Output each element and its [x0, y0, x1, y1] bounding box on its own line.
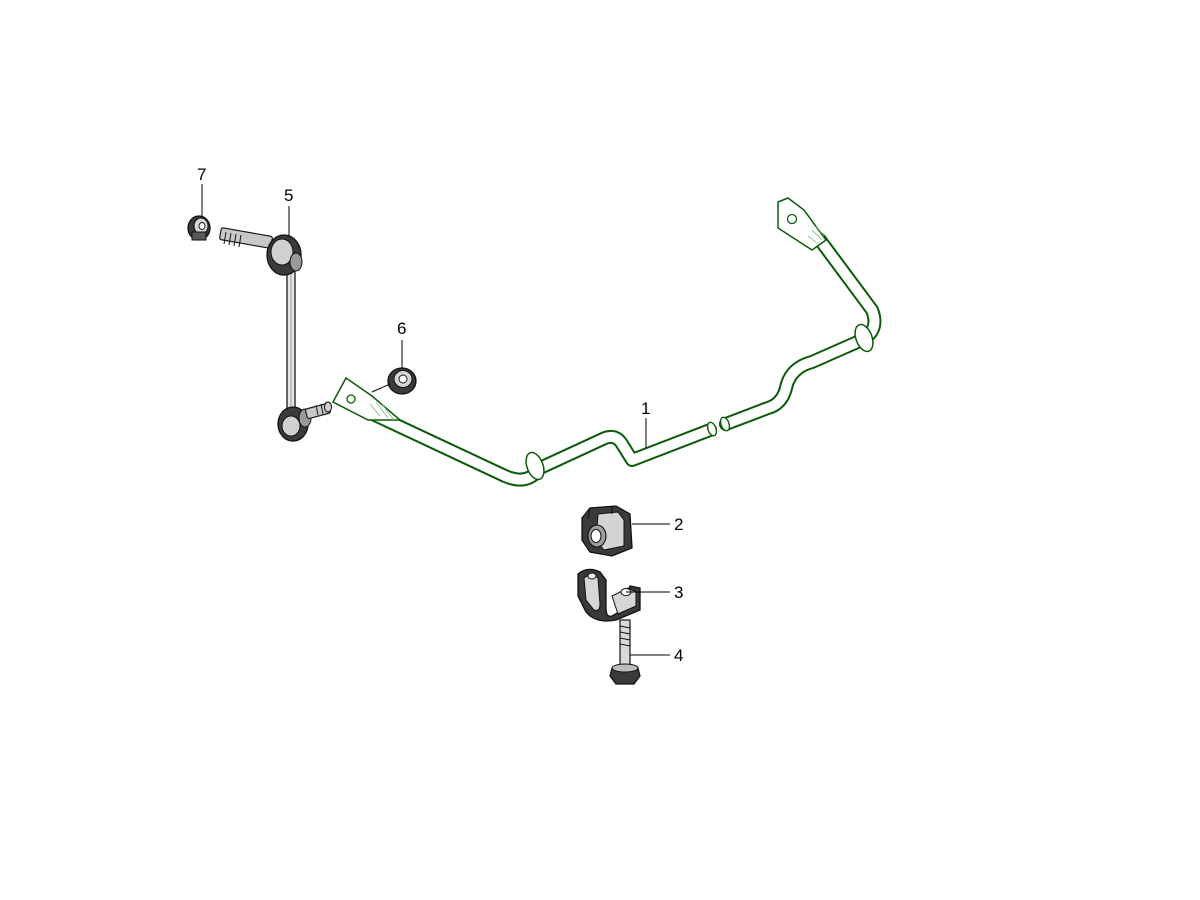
stabilizer-bar-collar-left — [525, 451, 545, 481]
stabilizer-bar-right-hatch — [807, 225, 825, 245]
stabilizer-bar — [331, 197, 882, 487]
stabilizer-bar-collar-right — [854, 323, 874, 353]
stabilizer-bar-break-left — [706, 421, 718, 437]
stabilizer-bar-right-eye — [777, 197, 828, 251]
stabilizer-bar-left-hatch — [369, 401, 395, 421]
callout-6: 6 — [397, 319, 406, 338]
flange-nut-lower — [387, 367, 417, 395]
callout-5: 5 — [284, 186, 293, 205]
leader-lines — [201, 184, 670, 656]
callout-labels: 1 2 3 4 5 6 7 — [197, 165, 683, 665]
callout-3: 3 — [674, 583, 683, 602]
stabilizer-bar-left-fill — [340, 390, 715, 485]
flange-nut-upper — [187, 215, 211, 241]
callout-1: 1 — [641, 399, 650, 418]
bushing-clamp-bracket — [577, 568, 641, 622]
callout-7: 7 — [197, 165, 206, 184]
stabilizer-bar-right-outline — [719, 207, 882, 431]
stabilizer-link-upper-joint — [266, 234, 303, 276]
rubber-bushing — [581, 505, 633, 557]
stabilizer-bar-right-fill — [721, 209, 880, 429]
leader-line-6b — [371, 383, 391, 393]
callout-2: 2 — [674, 515, 683, 534]
stabilizer-bar-left-eye — [331, 376, 403, 421]
stabilizer-bar-left-eye-hole — [346, 394, 356, 404]
stabilizer-link — [219, 227, 332, 442]
stabilizer-bar-break-right — [719, 416, 731, 432]
callout-4: 4 — [674, 646, 683, 665]
stabilizer-bar-right-eye-hole — [786, 213, 798, 225]
stabilizer-link-upper-stud — [219, 227, 273, 249]
flange-bolt — [609, 619, 641, 685]
stabilizer-link-lower-stud — [304, 401, 332, 420]
